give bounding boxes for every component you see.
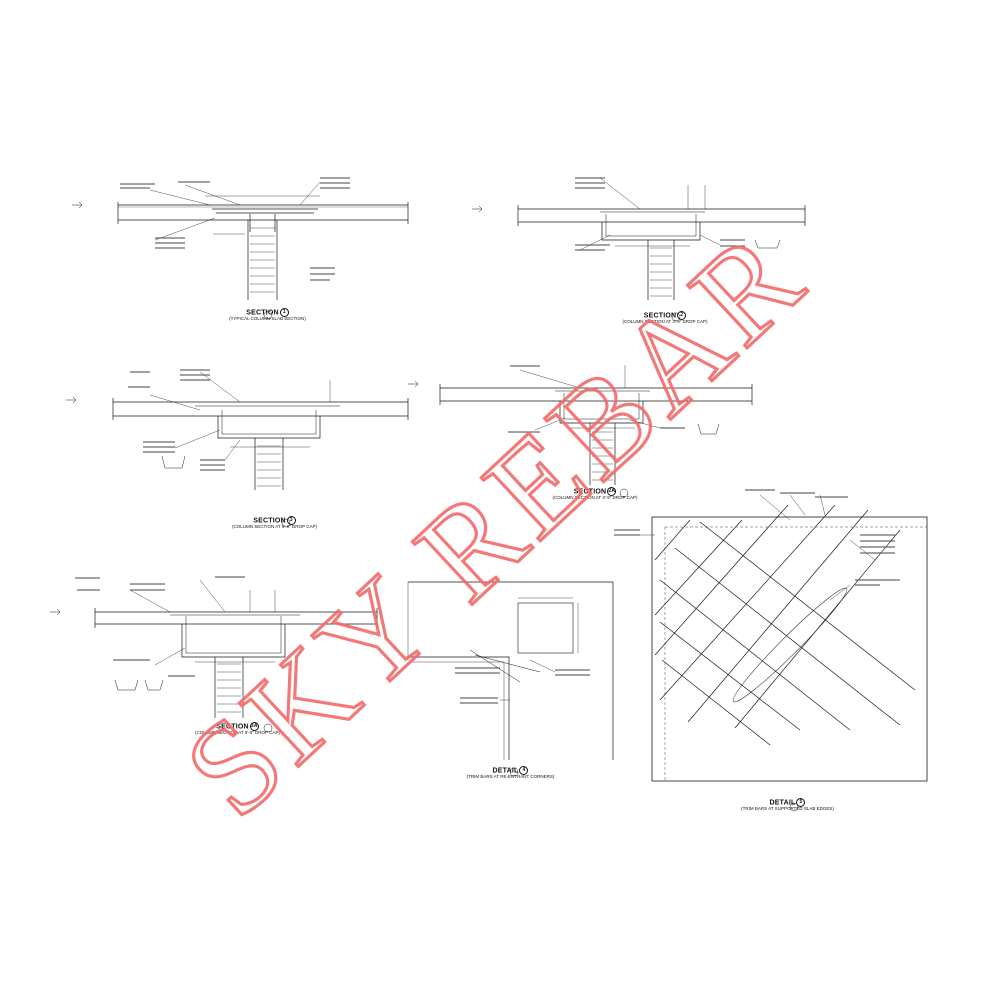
section-1-drawing xyxy=(72,181,409,320)
section-3a-subtitle: (COLUMN SECTION AT 5'-0" DROP CAP) xyxy=(195,730,280,735)
detail-4-number: 4 xyxy=(519,766,529,775)
detail-4-heading: DETAIL xyxy=(492,767,519,775)
detail-5-subtitle: (TRIM BARS AT SUPPORTED SLAB EDGES) xyxy=(741,806,834,811)
detail-5-drawing xyxy=(620,494,928,812)
section-2-number: 2 xyxy=(677,311,687,320)
section-3-subtitle: (COLUMN SECTION AT 5'-0" DROP CAP) xyxy=(232,524,317,529)
section-2-heading: SECTION xyxy=(643,312,677,320)
section-1-heading: SECTION xyxy=(246,309,279,317)
detail-5-heading: DETAIL xyxy=(769,799,796,807)
section-3a-heading: SECTION xyxy=(216,723,249,731)
detail-4-subtitle: (TRIM BARS AT RE-ENTRANT CORNERS) xyxy=(466,774,555,779)
section-2a-number: 2A xyxy=(607,487,617,496)
detail-5-number: 5 xyxy=(796,798,806,807)
section-1-number: 1 xyxy=(279,308,289,317)
section-2-drawing xyxy=(472,177,806,322)
section-2-subtitle: (COLUMN SECTION AT 3'-9" DROP CAP) xyxy=(622,319,708,324)
section-3a-number: 3A xyxy=(249,722,259,731)
section-3-drawing xyxy=(66,371,409,528)
section-2a-heading: SECTION xyxy=(573,488,607,496)
section-2a-subtitle: (COLUMN SECTION AT 3'-9" DROP CAP) xyxy=(552,495,638,500)
section-2a-drawing xyxy=(408,365,753,498)
section-1-subtitle: (TYPICAL COLUMN-SLAB SECTION) xyxy=(229,316,306,321)
section-3-heading: SECTION xyxy=(253,517,286,525)
section-3a-drawing xyxy=(50,579,378,733)
detail-4-drawing xyxy=(407,581,614,777)
section-3-number: 3 xyxy=(286,516,296,525)
